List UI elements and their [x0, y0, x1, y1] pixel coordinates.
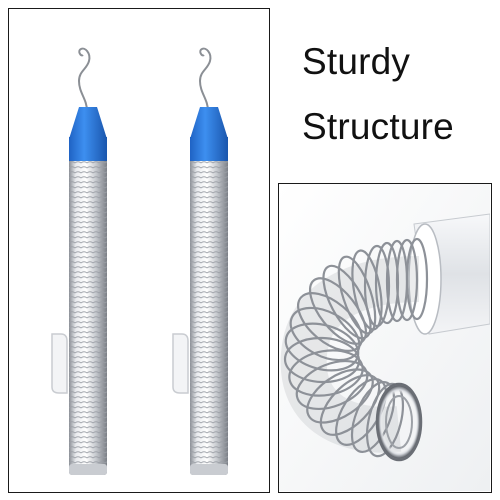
solder-wire-tip — [77, 47, 91, 112]
product-photo-panel — [8, 8, 270, 493]
solder-tubes-illustration — [51, 47, 228, 475]
heading-line-2: Structure — [302, 106, 454, 147]
coil-end-opening — [375, 382, 423, 462]
coiled-wire-illustration — [279, 184, 490, 491]
transparent-tube — [408, 213, 490, 335]
pocket-clip — [172, 333, 189, 394]
solder-tube-1 — [51, 47, 107, 475]
pocket-clip — [51, 333, 68, 394]
solder-tube-2 — [172, 47, 228, 475]
coiled-solder-wire — [280, 237, 429, 462]
closeup-photo-panel — [278, 183, 492, 493]
heading-line-1: Sturdy — [302, 41, 411, 82]
solder-wire-tip — [198, 47, 212, 112]
